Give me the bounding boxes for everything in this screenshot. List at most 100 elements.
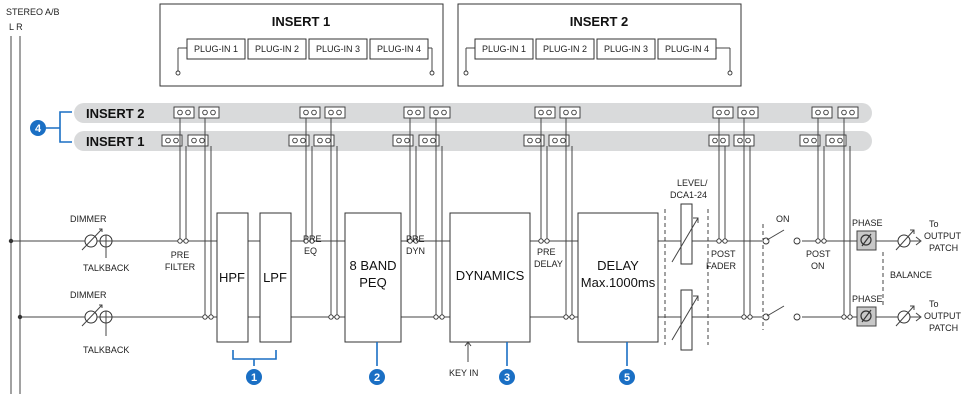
balance-upper: [876, 229, 922, 251]
svg-text:PLUG-IN 3: PLUG-IN 3: [604, 44, 648, 54]
insert-1-title: INSERT 1: [272, 14, 331, 29]
svg-text:Max.1000ms: Max.1000ms: [581, 275, 656, 290]
on-switch-upper: [762, 229, 802, 246]
insert-bracket: [46, 111, 72, 143]
svg-text:To: To: [929, 219, 939, 229]
svg-text:PATCH: PATCH: [929, 243, 958, 253]
svg-text:PEQ: PEQ: [359, 275, 386, 290]
insert-1-bar: [74, 131, 872, 151]
svg-text:LEVEL/: LEVEL/: [677, 178, 708, 188]
insert-port: [161, 134, 183, 147]
insert-port: [523, 134, 545, 147]
insert-2-title: INSERT 2: [570, 14, 629, 29]
stereo-bus-channels: L R: [9, 22, 23, 32]
svg-text:FILTER: FILTER: [165, 262, 196, 272]
lpf-block: [259, 212, 292, 343]
level-fader-upper: [671, 203, 699, 265]
insert-port: [198, 106, 220, 119]
phase-upper: PHASE: [852, 218, 883, 251]
svg-text:PLUG-IN 1: PLUG-IN 1: [482, 44, 526, 54]
svg-text:DELAY: DELAY: [534, 259, 563, 269]
svg-text:PLUG-IN 3: PLUG-IN 3: [316, 44, 360, 54]
svg-text:PLUG-IN 2: PLUG-IN 2: [255, 44, 299, 54]
insert-port: [418, 134, 440, 147]
insert-port: [534, 106, 556, 119]
phase-lower: PHASE: [852, 294, 883, 327]
svg-text:PATCH: PATCH: [929, 323, 958, 333]
svg-text:PLUG-IN 4: PLUG-IN 4: [665, 44, 709, 54]
insert-1-block: INSERT 1 PLUG-IN 1 PLUG-IN 2 PLUG-IN 3 P…: [159, 3, 444, 87]
on-label: ON: [776, 214, 790, 224]
insert-port: [429, 106, 451, 119]
svg-text:PLUG-IN 1: PLUG-IN 1: [194, 44, 238, 54]
insert-1-bar-label: INSERT 1: [86, 134, 145, 149]
svg-text:DYNAMICS: DYNAMICS: [456, 268, 525, 283]
insert-1-plugin-3: [308, 38, 368, 60]
svg-text:FADER: FADER: [706, 261, 737, 271]
svg-text:PLUG-IN 2: PLUG-IN 2: [543, 44, 587, 54]
insert-port: [712, 106, 734, 119]
svg-text:8 BAND: 8 BAND: [350, 258, 397, 273]
svg-text:PRE: PRE: [171, 250, 190, 260]
svg-text:DCA1-24: DCA1-24: [670, 190, 707, 200]
svg-text:ON: ON: [811, 261, 825, 271]
badge-3: [499, 369, 515, 385]
insert-2-bar-label: INSERT 2: [86, 106, 145, 121]
svg-text:DIMMER: DIMMER: [70, 214, 107, 224]
insert-port: [392, 134, 414, 147]
svg-text:PHASE: PHASE: [852, 218, 883, 228]
svg-text:3: 3: [504, 372, 510, 384]
insert-2-plugin-3: [596, 38, 656, 60]
insert-2-plugin-1: [474, 38, 534, 60]
svg-text:5: 5: [624, 372, 630, 384]
insert-port: [837, 106, 859, 119]
insert-ports: [161, 106, 859, 320]
dimmer-upper: DIMMER TALKBACK: [70, 214, 129, 273]
svg-text:POST: POST: [711, 249, 736, 259]
insert-port: [173, 106, 195, 119]
svg-text:2: 2: [374, 372, 380, 384]
insert-port: [825, 134, 847, 147]
svg-text:PRE: PRE: [406, 234, 425, 244]
filter-bracket: [232, 350, 277, 366]
svg-text:DYN: DYN: [406, 246, 425, 256]
on-switch-lower: [762, 305, 802, 322]
level-fader-lower: [671, 289, 699, 351]
svg-text:DIMMER: DIMMER: [70, 290, 107, 300]
insert-2-bar: [74, 103, 872, 123]
key-in-label: KEY IN: [449, 368, 478, 378]
svg-text:POST: POST: [806, 249, 831, 259]
badge-1: [246, 369, 262, 385]
insert-port: [313, 134, 335, 147]
svg-text:PLUG-IN 4: PLUG-IN 4: [377, 44, 421, 54]
insert-2-plugin-4: [657, 38, 717, 60]
insert-port: [324, 106, 346, 119]
svg-text:TALKBACK: TALKBACK: [83, 263, 129, 273]
svg-text:4: 4: [35, 123, 42, 135]
badge-2: [369, 369, 385, 385]
svg-text:PHASE: PHASE: [852, 294, 883, 304]
insert-2-block: INSERT 2 PLUG-IN 1 PLUG-IN 2 PLUG-IN 3 P…: [457, 3, 742, 87]
svg-text:OUTPUT: OUTPUT: [924, 311, 962, 321]
badge-4: [30, 120, 46, 136]
insert-port: [548, 134, 570, 147]
svg-text:LPF: LPF: [263, 270, 287, 285]
insert-1-plugin-4: [369, 38, 429, 60]
insert-1-plugin-1: [186, 38, 246, 60]
insert-port: [737, 106, 759, 119]
hpf-block: [216, 212, 249, 343]
badge-5: [619, 369, 635, 385]
insert-port: [559, 106, 581, 119]
svg-text:HPF: HPF: [219, 270, 245, 285]
insert-port: [288, 134, 310, 147]
svg-text:DELAY: DELAY: [597, 258, 639, 273]
svg-text:PRE: PRE: [537, 247, 556, 257]
svg-text:TALKBACK: TALKBACK: [83, 345, 129, 355]
insert-port: [403, 106, 425, 119]
peq-block: [344, 212, 402, 343]
insert-2-plugin-2: [535, 38, 595, 60]
insert-port: [299, 106, 321, 119]
svg-text:PRE: PRE: [303, 234, 322, 244]
insert-port: [799, 134, 821, 147]
